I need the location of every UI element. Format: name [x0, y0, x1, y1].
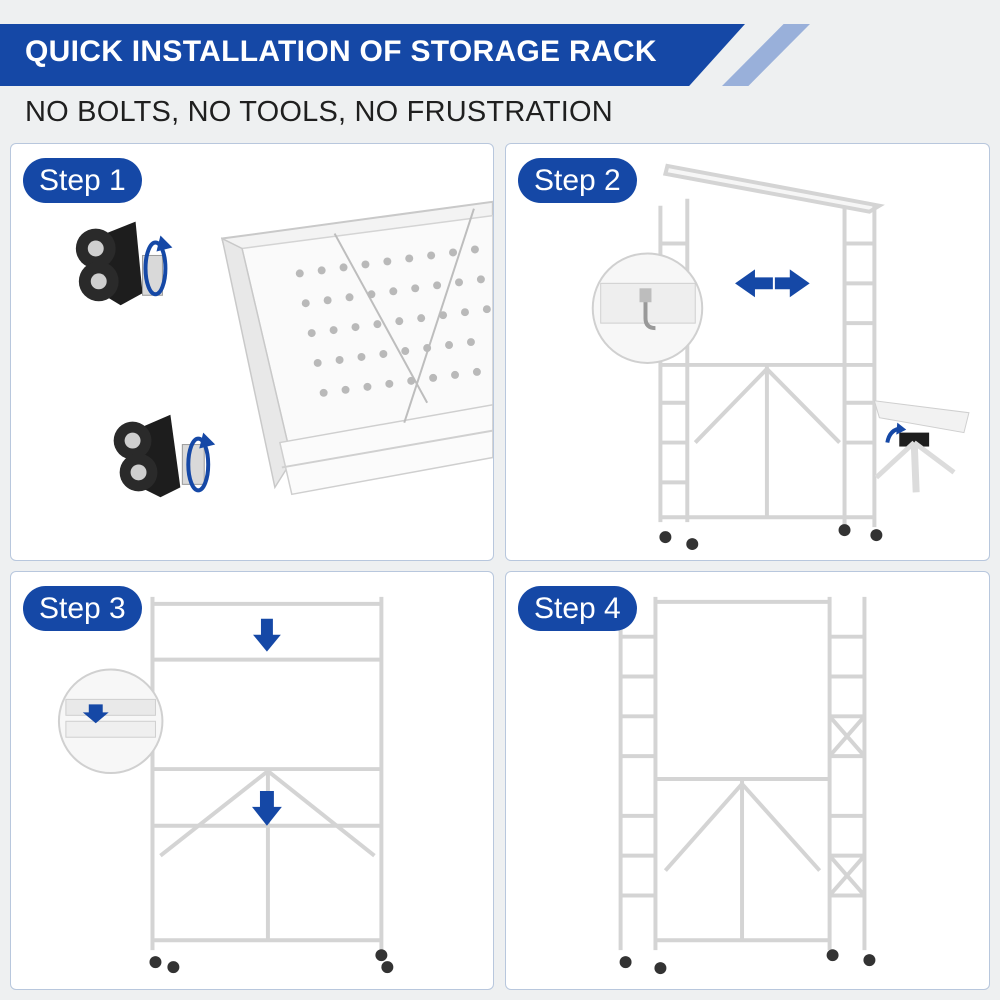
step-2-panel: Step 2 — [505, 143, 990, 561]
step-3-badge: Step 3 — [23, 586, 142, 631]
shelf-holes — [295, 245, 491, 397]
step-4-badge: Step 4 — [518, 586, 637, 631]
caster-wheel-1 — [75, 221, 163, 306]
rotate-arrow-icon-2 — [186, 432, 216, 493]
rack-casters — [149, 949, 394, 974]
rack-casters — [619, 949, 876, 975]
title-banner — [0, 24, 745, 86]
step-1-illustration — [75, 200, 493, 498]
step-2-illustration — [591, 163, 970, 551]
page-title: QUICK INSTALLATION OF STORAGE RACK — [25, 35, 657, 68]
push-down-arrow-icon-2 — [252, 790, 282, 826]
lock-detail — [57, 668, 164, 775]
folded-shelf-board — [220, 200, 493, 496]
slide-arrows-icon — [735, 269, 810, 298]
shelf-hook-detail — [591, 252, 704, 364]
step-1-badge: Step 1 — [23, 158, 142, 203]
step-4-illustration — [618, 596, 876, 975]
rotate-arrow-icon-1 — [143, 235, 173, 297]
step-3-illustration — [57, 596, 394, 974]
rack-frame-unfolding — [658, 163, 885, 528]
page-subtitle: NO BOLTS, NO TOOLS, NO FRUSTRATION — [25, 96, 613, 128]
rack-casters — [659, 524, 883, 551]
step-4-panel: Step 4 — [505, 571, 990, 990]
step-3-panel: Step 3 — [10, 571, 494, 990]
assembled-rack — [618, 596, 867, 951]
push-down-arrow-icon-1 — [252, 618, 281, 652]
step-1-panel: Step 1 — [10, 143, 494, 561]
step-2-badge: Step 2 — [518, 158, 637, 203]
shelf-latch-detail — [873, 400, 970, 493]
